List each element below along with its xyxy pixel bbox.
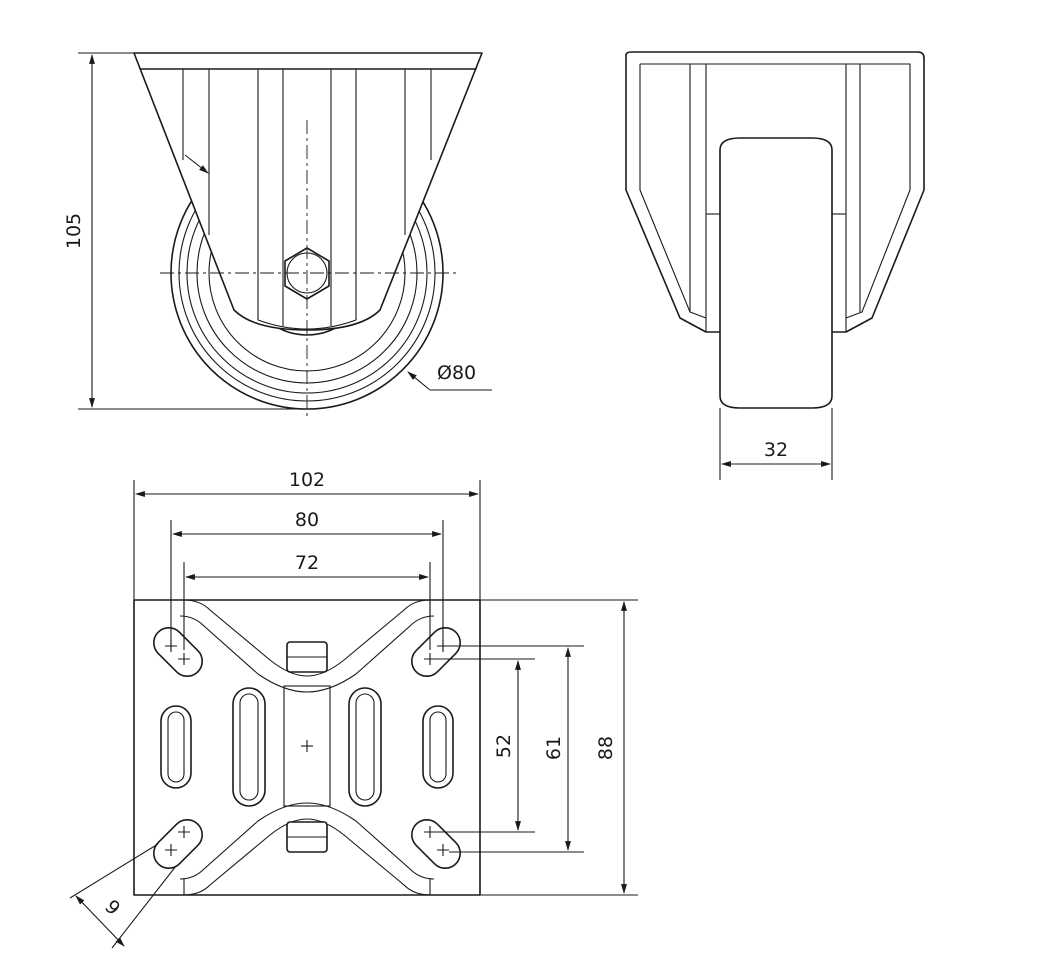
label-slot-width: 9 [100,896,124,920]
dim-plate-width: 102 [133,469,481,600]
plate-slots [160,687,454,807]
label-vertical-inner: 52 [493,734,515,758]
dim-slot-width: 9 [69,843,177,949]
label-vertical-outer: 61 [543,736,565,760]
dim-wheel-width: 32 [719,408,833,480]
label-plate-width: 102 [289,469,325,491]
label-wheel-width: 32 [764,439,788,461]
front-view: 32 [625,51,925,480]
dim-overall-height: 105 [63,52,307,410]
fork-side [133,52,483,331]
dim-hole-spacing-inner: 72 [183,552,431,650]
label-wheel-diameter: Ø80 [437,362,476,384]
label-plate-length: 88 [595,736,617,760]
dim-plate-length: 88 [480,599,638,896]
plate-view: 102 80 72 52 61 [69,469,638,949]
label-hole-spacing-inner: 72 [295,552,319,574]
label-hole-spacing-outer: 80 [295,509,319,531]
dim-vertical-inner: 52 [436,658,535,833]
dim-wheel-diameter: Ø80 [407,362,492,391]
dim-vertical-outer: 61 [449,645,584,853]
side-view: 105 Ø80 [63,52,492,420]
dim-hole-spacing-outer: 80 [170,509,444,650]
label-overall-height: 105 [63,213,85,249]
